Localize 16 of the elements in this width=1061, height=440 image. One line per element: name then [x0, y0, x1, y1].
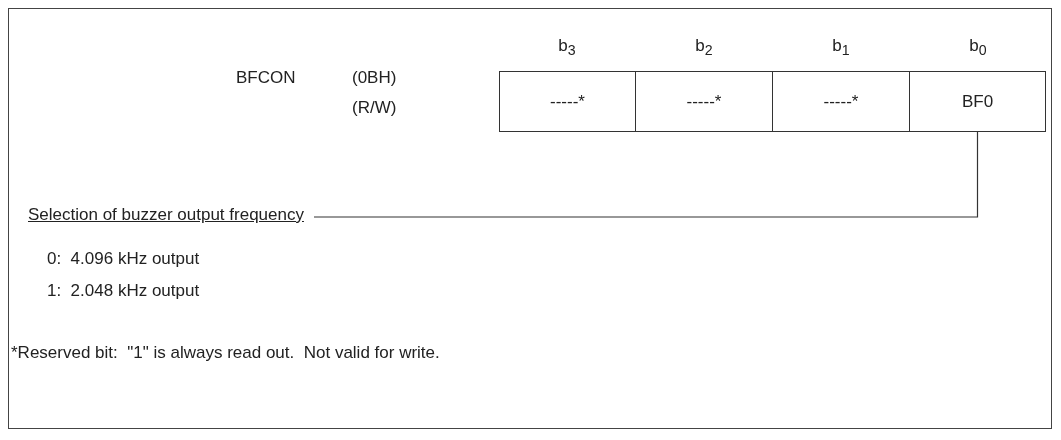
access-mode: (R/W)	[352, 98, 397, 118]
footnote: *Reserved bit: "1" is always read out. Not valid for write.	[11, 343, 440, 363]
bit-number: b$_{3}$	[558, 36, 576, 59]
bit-cell: -----*	[772, 71, 910, 132]
option-text: 1: 2.048 kHz output	[47, 281, 200, 301]
bit-number: b$_{1}$	[832, 36, 850, 59]
bit-cell: -----*	[635, 71, 773, 132]
field-description: Selection of buzzer output frequency	[28, 202, 314, 228]
bit-cell: BF0	[909, 71, 1046, 132]
bit-cell: -----*	[499, 71, 636, 132]
bit-number: b$_{2}$	[695, 36, 713, 59]
leader-line	[313, 131, 979, 218]
bit-number: b$_{0}$	[969, 36, 987, 59]
register-address: (0BH)	[352, 68, 397, 88]
register-name: BFCON	[236, 68, 296, 88]
option-text: 0: 4.096 kHz output	[47, 249, 200, 269]
